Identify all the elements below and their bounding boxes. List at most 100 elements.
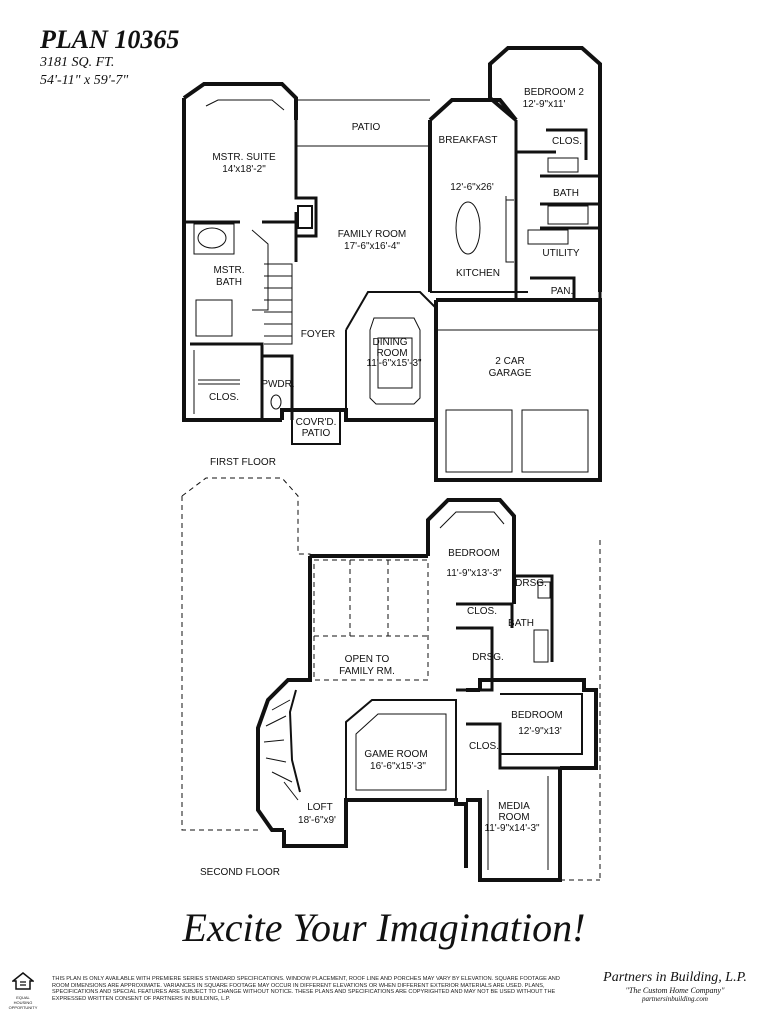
label-covrd-1: COVR'D. [296, 417, 337, 428]
wall-bedroom-b-inner [500, 693, 583, 755]
second-floor-plan [181, 477, 601, 882]
label-open-2: FAMILY RM. [339, 666, 395, 677]
wall-foyer-south [280, 408, 436, 422]
second-floor-labels: BEDROOM 11'-9"x13'-3" DRSG. CLOS. BATH D… [200, 548, 563, 878]
open-to-below-dashed [313, 559, 429, 681]
plan-header: PLAN 10365 3181 SQ. FT. 54'-11" x 59'-7" [40, 26, 179, 90]
eho-text: EQUAL HOUSING OPPORTUNITY [8, 995, 38, 1010]
label-first-floor: FIRST FLOOR [210, 457, 276, 468]
wall-second-west [256, 556, 312, 832]
label-mstr-suite-size: 14'x18'-2" [222, 164, 266, 175]
company-block: Partners in Building, L.P. "The Custom H… [582, 970, 768, 1003]
wall-master-inner-bay [205, 99, 285, 111]
sink-upper [537, 581, 551, 599]
label-dining-name: DINING [373, 337, 408, 348]
wall-media [466, 768, 562, 882]
bath-tub-upper [533, 629, 549, 663]
label-loft-name: LOFT [307, 802, 333, 813]
wall-master-bay [182, 82, 298, 120]
wall-closet [190, 342, 264, 420]
wall-kitchen-east [514, 120, 528, 302]
label-mstr-bath-1: MSTR. [213, 265, 244, 276]
wall-loft [282, 798, 468, 868]
label-clos-bed2: CLOS. [552, 136, 582, 147]
plan-sqft: 3181 SQ. FT. [40, 55, 115, 70]
plan-dimensions: 54'-11" x 59'-7" [40, 73, 129, 88]
label-covrd-2: PATIO [302, 428, 331, 439]
label-bedroom2-name: BEDROOM 2 [524, 87, 584, 98]
wall-clos-b [466, 722, 560, 770]
label-mstr-suite-name: MSTR. SUITE [212, 152, 276, 163]
dining-table [377, 337, 413, 389]
label-clos-master: CLOS. [209, 392, 239, 403]
media-inner [487, 776, 549, 870]
label-clos-b: CLOS. [469, 741, 499, 752]
label-bedroom-b-name: BEDROOM [511, 710, 563, 721]
label-dining-room: ROOM [376, 348, 407, 359]
roof-outline-dashed [181, 477, 601, 881]
wall-game-room [345, 699, 457, 800]
label-open-1: OPEN TO [345, 654, 390, 665]
shower [195, 299, 233, 337]
slogan: Excite Your Imagination! [182, 905, 586, 950]
wall-bedroom2-inner [516, 128, 600, 206]
vanity [251, 229, 269, 311]
label-patio: PATIO [352, 122, 381, 133]
plan-title: PLAN 10365 [40, 25, 180, 54]
label-mstr-bath-2: BATH [216, 277, 242, 288]
pwdr-toilet [270, 394, 282, 410]
label-bath-upper: BATH [508, 618, 534, 629]
wall-bedroom2 [488, 46, 602, 292]
label-drsg-a: DRSG. [515, 578, 547, 589]
label-media-name: MEDIA [498, 801, 530, 812]
tub-surround [193, 223, 235, 255]
label-dining-size: 11'-6"x15'-3" [366, 358, 422, 369]
stair-rail [288, 689, 301, 793]
label-bath: BATH [553, 188, 579, 199]
company-url: partnersinbuilding.com [642, 995, 708, 1003]
covered-patio [291, 410, 341, 445]
kitchen-counter [505, 196, 514, 263]
company-name: Partners in Building, L.P. [603, 970, 747, 985]
label-pantry: PAN. [551, 286, 574, 297]
wall-patio [296, 99, 430, 147]
label-game-size: 16'-6"x15'-3" [370, 761, 426, 772]
label-clos-a: CLOS. [467, 606, 497, 617]
game-room-inner [355, 713, 447, 791]
wall-pwdr [262, 354, 294, 420]
label-game-name: GAME ROOM [364, 749, 427, 760]
label-foyer: FOYER [301, 329, 335, 340]
kitchen-island [455, 201, 481, 255]
wall-west [182, 98, 282, 422]
garage-doors [445, 409, 589, 473]
label-bedroom2-size: 12'-9"x11' [523, 99, 566, 110]
wall-bedroom-a [426, 498, 516, 604]
wall-family-west [294, 146, 318, 262]
wall-breakfast-bay [428, 98, 518, 292]
bath-sink-2 [547, 205, 589, 225]
label-media-size: 11'-9"x14'-3" [484, 823, 540, 834]
dining-inner [369, 317, 421, 405]
label-bedroom-b-size: 12'-9"x13' [518, 726, 562, 737]
label-pwdr: PWDR. [261, 379, 294, 390]
utility-appliances [527, 229, 569, 245]
label-utility: UTILITY [542, 248, 580, 259]
label-garage-2: GARAGE [489, 368, 532, 379]
label-bedroom-a-name: BEDROOM [448, 548, 500, 559]
stair-second [263, 699, 299, 801]
wall-garage [434, 298, 602, 482]
company-tagline: "The Custom Home Company" [625, 986, 725, 995]
first-floor-labels: PATIO BEDROOM 2 12'-9"x11' CLOS. BREAKFA… [209, 87, 584, 468]
bath-tub-2 [547, 157, 579, 173]
fireplace [297, 205, 313, 229]
label-loft-size: 18'-6"x9' [298, 815, 336, 826]
disclaimer: This plan is only available with premier… [52, 976, 560, 1002]
house-icon [10, 972, 36, 990]
label-family-room-name: FAMILY ROOM [338, 229, 407, 240]
wall-closet-shelves [193, 350, 240, 414]
label-kitchen: KITCHEN [456, 268, 500, 279]
label-drsg-b: DRSG. [472, 652, 504, 663]
wall-bedroom-b [466, 678, 598, 770]
first-floor-plan [182, 46, 602, 482]
